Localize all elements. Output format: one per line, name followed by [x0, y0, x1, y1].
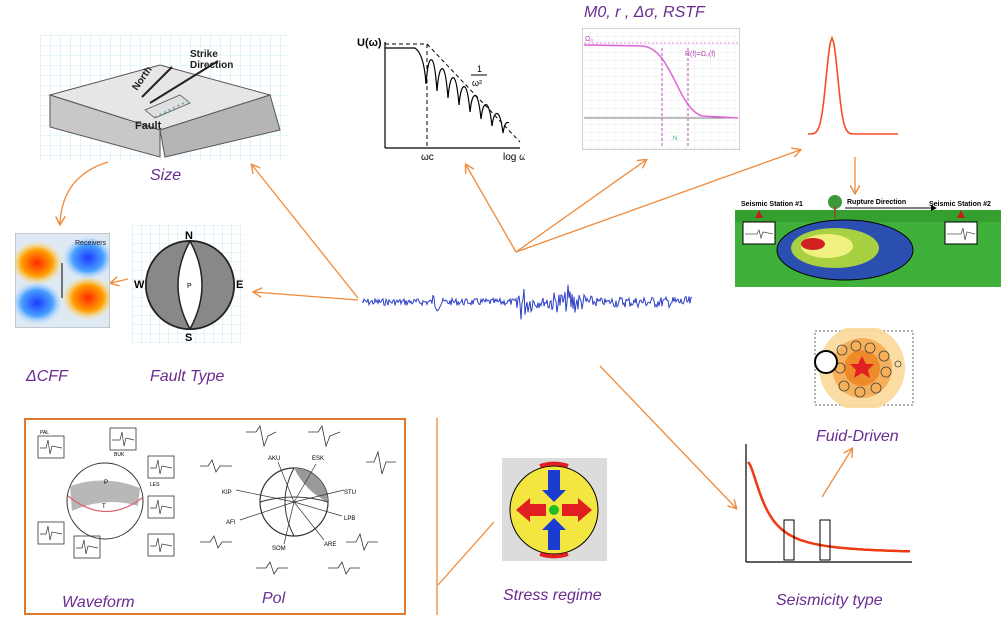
pol-aku: AKU — [268, 456, 280, 462]
beachball-w: W — [134, 279, 145, 291]
dcff-panel: Receivers — [15, 233, 110, 328]
slope-num: 1 — [477, 64, 482, 74]
pol-esk: ESK — [312, 456, 324, 462]
caption-source-params: M0, r , Δσ, RSTF — [584, 4, 705, 21]
seismicity-decay-plot — [745, 444, 912, 563]
beachball-s: S — [185, 332, 192, 343]
receivers-label: Receivers — [75, 240, 107, 247]
slope-den: ω² — [472, 78, 482, 88]
pol-kip: KIP — [222, 490, 232, 496]
pol-lpb: LPB — [344, 516, 355, 522]
pol-are: ARE — [324, 542, 336, 548]
arrow-to-fault-type — [254, 292, 359, 301]
arrow-fault-to-dcff — [111, 279, 129, 283]
caption-fluid-driven: Fuid-Driven — [816, 428, 899, 445]
strike-label: Strike — [190, 49, 218, 60]
spectrum-ylabel: U(ω) — [357, 37, 382, 49]
rupture-directivity: Seismic Station #1 Rupture Direction Sei… — [735, 195, 1001, 287]
arrow-size-to-dcff — [60, 161, 109, 224]
caption-fault-type: Fault Type — [150, 368, 225, 385]
pulse-plot — [808, 35, 898, 135]
arrow-seismicity-to-fluid — [821, 449, 852, 498]
xlabel: log ω — [503, 152, 525, 163]
wf-label-p: P — [104, 480, 108, 486]
pol-som: SOM — [272, 546, 286, 552]
beachball-n: N — [185, 230, 193, 242]
waveform-fit-panel: PAL BUK LES T P — [37, 427, 175, 559]
caption-stress-regime: Stress regime — [503, 587, 602, 604]
arrow-to-spectrum — [466, 165, 517, 253]
waveform-pol-frame — [24, 418, 406, 615]
arrow-to-pulse — [515, 150, 800, 253]
wf-label-les: LES — [150, 482, 160, 488]
pol-afi: AFI — [226, 520, 236, 526]
caption-waveform: Waveform — [62, 594, 135, 611]
seismogram — [362, 284, 692, 320]
pol-stu: STU — [344, 490, 356, 496]
caption-dcff: ΔCFF — [26, 368, 68, 385]
beachball-e: E — [236, 279, 243, 291]
n-label: N — [673, 136, 677, 142]
rstf-plot: Ω₀ R(f)=Ω₀(f) N — [582, 28, 740, 150]
corner-label: ωc — [421, 152, 434, 163]
polarity-panel: AKU ESK KIP STU AFI LPB SOM ARE — [200, 424, 396, 575]
arrow-to-size — [252, 165, 359, 299]
station2-label: Seismic Station #2 — [929, 201, 991, 208]
stress-regime-link — [437, 521, 495, 586]
caption-pol: Pol — [262, 590, 286, 607]
direction-label: Direction — [190, 60, 233, 71]
formula-label: R(f)=Ω₀(f) — [685, 51, 716, 58]
source-spectrum-plot: U(ω) 1 ω² ωc log ω — [357, 37, 525, 163]
arrow-to-seismicity — [599, 365, 736, 508]
wf-label-buk: BUK — [114, 452, 125, 458]
beachball-p: P — [187, 283, 192, 290]
fault-label: Fault — [135, 120, 162, 132]
wf-label-t: T — [102, 504, 106, 510]
caption-seismicity-type: Seismicity type — [776, 592, 883, 609]
station1-label: Seismic Station #1 — [741, 201, 803, 208]
caption-size: Size — [150, 167, 182, 184]
wf-label-pal: PAL — [40, 430, 49, 436]
fluid-driven-diagram — [814, 328, 914, 408]
omega0-label: Ω₀ — [585, 36, 593, 43]
fault-type-beachball: N W E S P — [132, 225, 244, 343]
fault-block-diagram: North Strike Direction Fault — [40, 35, 290, 160]
stress-regime-diagram — [502, 458, 607, 561]
arrow-to-rstf — [515, 160, 646, 253]
direction-label: Rupture Direction — [847, 199, 906, 206]
